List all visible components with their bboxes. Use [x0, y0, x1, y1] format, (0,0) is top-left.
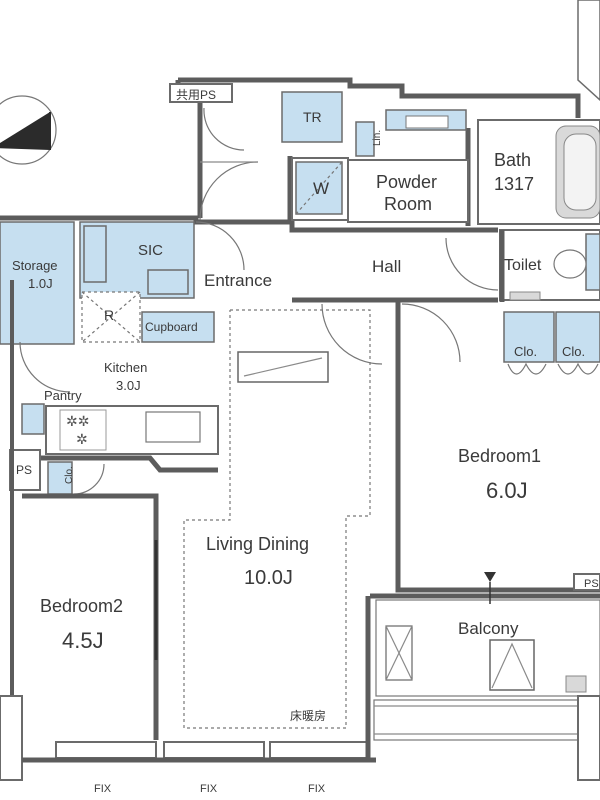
bedroom1-door-swing [401, 303, 461, 363]
bath-label: Bath [494, 150, 531, 170]
living-dining-size: 10.0J [244, 567, 293, 589]
bottom-windows [22, 741, 376, 763]
storage-label: Storage [12, 258, 58, 273]
fix-window-2: FIX [200, 783, 218, 795]
floor-heating-zone [183, 309, 371, 729]
closet-2 [555, 311, 600, 363]
north-arrow [0, 95, 57, 165]
ps-box-right [573, 573, 600, 591]
washer [295, 161, 343, 215]
balcony-label: Balcony [458, 619, 519, 638]
bedroom1-label: Bedroom1 [458, 446, 541, 466]
bedroom2-label: Bedroom2 [40, 596, 123, 616]
tr-label: TR [303, 109, 322, 125]
cupboard [141, 311, 215, 343]
powder-room-label-1: Powder [376, 172, 437, 192]
bedroom1-size: 6.0J [486, 478, 528, 503]
entrance-label: Entrance [204, 271, 272, 290]
toilet-tank [585, 233, 600, 291]
stove-icon: ✲✲ ✲ [59, 409, 107, 451]
fix-window-1: FIX [94, 783, 112, 795]
storage-size-label: 1.0J [28, 276, 53, 291]
sic-label: SIC [138, 242, 163, 259]
tr-door-swing [203, 107, 245, 151]
bedroom2-size: 4.5J [62, 628, 104, 653]
tr-room [281, 91, 343, 143]
balcony-faucet [565, 675, 587, 693]
fix-window-3: FIX [308, 783, 326, 795]
ps-left-label: PS [16, 463, 32, 477]
kitchen-label: Kitchen [104, 360, 147, 375]
closet-3 [47, 461, 73, 495]
toilet-bowl [553, 249, 587, 279]
kitchen-sink [145, 411, 201, 443]
kitchen-size-label: 3.0J [116, 378, 141, 393]
ps-right-label: PS [584, 578, 599, 590]
exterior-wall-right [577, 0, 600, 102]
linen-label: Lin. [372, 130, 383, 146]
storage-door-swing [19, 341, 71, 393]
living-dining-label: Living Dining [206, 534, 309, 554]
closet-2-label: Clo. [562, 344, 585, 359]
hall-label: Hall [372, 257, 401, 276]
refrigerator-label: R [104, 307, 114, 323]
pantry-label: Pantry [44, 388, 82, 403]
closet-1-label: Clo. [514, 344, 537, 359]
floor-heating-label: 床暖房 [290, 708, 326, 723]
toilet-label: Toilet [504, 257, 542, 274]
common-ps-box [169, 83, 233, 103]
closet-3-label: Clo. [64, 466, 75, 484]
cupboard-label: Cupboard [145, 320, 198, 334]
toilet-door-swing [445, 237, 499, 291]
svg-text:✲✲: ✲✲ [66, 414, 89, 430]
basin-bowl [405, 115, 449, 129]
window-arrow [484, 572, 496, 582]
balcony-area [375, 599, 600, 697]
bedroom1-wall [395, 302, 600, 593]
core-walls [0, 77, 581, 233]
powder-room-label-2: Room [384, 194, 432, 214]
entry-door-swing [199, 161, 259, 221]
bedroom2-wall [22, 493, 159, 740]
closet-1 [503, 311, 555, 363]
bath-size-label: 1317 [494, 174, 534, 194]
sic-door-swing [195, 221, 245, 271]
svg-text:✲: ✲ [76, 432, 88, 448]
pantry-shelf [21, 403, 45, 435]
evacuation-hatch [489, 639, 535, 691]
washer-label: W [313, 179, 329, 198]
living-door-swing [321, 303, 383, 365]
linen-closet [355, 121, 375, 157]
common-ps-label: 共用PS [176, 88, 216, 102]
